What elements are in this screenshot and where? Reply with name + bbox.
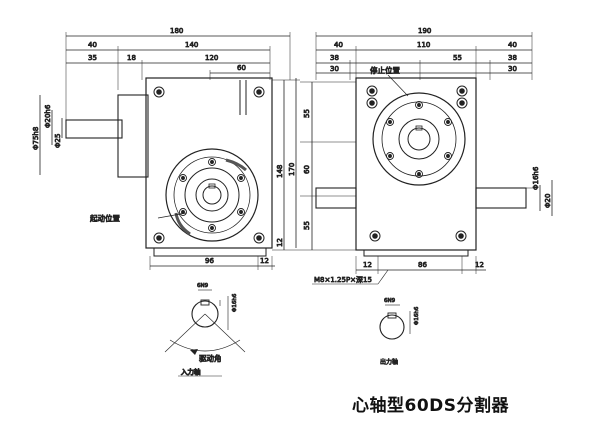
start-position-label: 起动位置: [90, 213, 120, 223]
left-dim-phi75: Φ75h8: [32, 127, 40, 150]
right-dim-40-left: 40: [334, 41, 343, 49]
right-dim-phi16: Φ16h6: [532, 166, 540, 190]
left-view: 180 40 140 35 18 120 60 Φ75h8 Φ20h6 Φ25: [32, 27, 300, 270]
stop-position-label: 停止位置: [370, 65, 400, 75]
right-dim-38-right: 38: [508, 54, 517, 62]
left-dim-120: 120: [205, 54, 218, 62]
right-dim-30-left: 30: [330, 65, 339, 73]
left-shaft-housing: [117, 94, 149, 178]
right-right-shaft: [475, 187, 527, 209]
right-view: 190 40 110 40 38 55 38 30 30 55 60 55: [300, 27, 553, 284]
left-input-shaft: [65, 119, 123, 139]
right-dim-110: 110: [417, 41, 430, 49]
drive-angle-label: 驱动角: [199, 353, 222, 363]
input-shaft-detail: 6N9 Φ16h6 驱动角 入力轴: [164, 283, 246, 376]
right-dim-40-right: 40: [508, 41, 517, 49]
right-dim-55-bottom: 55: [303, 221, 311, 230]
right-dim-60: 60: [303, 165, 311, 174]
left-dim-12-right: 12: [276, 238, 284, 247]
output-keyway: 6N9: [384, 298, 396, 304]
right-left-shaft: [315, 187, 357, 209]
right-dim-30-right: 30: [508, 65, 517, 73]
right-dim-12-right: 12: [475, 261, 484, 269]
left-dim-170: 170: [288, 163, 296, 176]
right-dim-86: 86: [418, 261, 427, 269]
left-dim-96: 96: [205, 257, 214, 265]
left-dim-phi25: Φ25: [54, 134, 62, 148]
input-shaft-title: 入力轴: [180, 367, 201, 376]
left-dim-phi20: Φ20h6: [44, 104, 52, 128]
right-dim-phi20: Φ20: [544, 194, 552, 208]
left-dim-180: 180: [170, 27, 183, 35]
right-dim-12-left: 12: [363, 261, 372, 269]
drawing-caption: 心轴型60DS分割器: [352, 396, 510, 416]
right-dim-190: 190: [418, 27, 431, 35]
thread-note: M8×1.25P×深15: [314, 275, 372, 284]
right-output-flange: [372, 92, 466, 186]
left-output-flange: [165, 148, 259, 242]
input-depth: Φ16h6: [232, 293, 238, 312]
left-dim-12-bottom: 12: [260, 257, 269, 265]
output-depth: Φ16h6: [414, 306, 420, 325]
output-shaft-title: 出力轴: [380, 358, 398, 366]
input-keyway: 6N9: [197, 283, 209, 289]
right-dim-38-left: 38: [330, 54, 339, 62]
left-dim-40: 40: [88, 41, 97, 49]
left-dim-60: 60: [237, 64, 246, 72]
right-dim-55: 55: [453, 54, 462, 62]
output-shaft-detail: 6N9 Φ16h6 出力轴: [379, 298, 420, 366]
left-dim-140: 140: [185, 41, 198, 49]
left-dim-35: 35: [88, 54, 97, 62]
left-dim-148: 148: [276, 165, 284, 178]
right-dim-55-top: 55: [303, 109, 311, 118]
left-dim-18: 18: [127, 54, 136, 62]
